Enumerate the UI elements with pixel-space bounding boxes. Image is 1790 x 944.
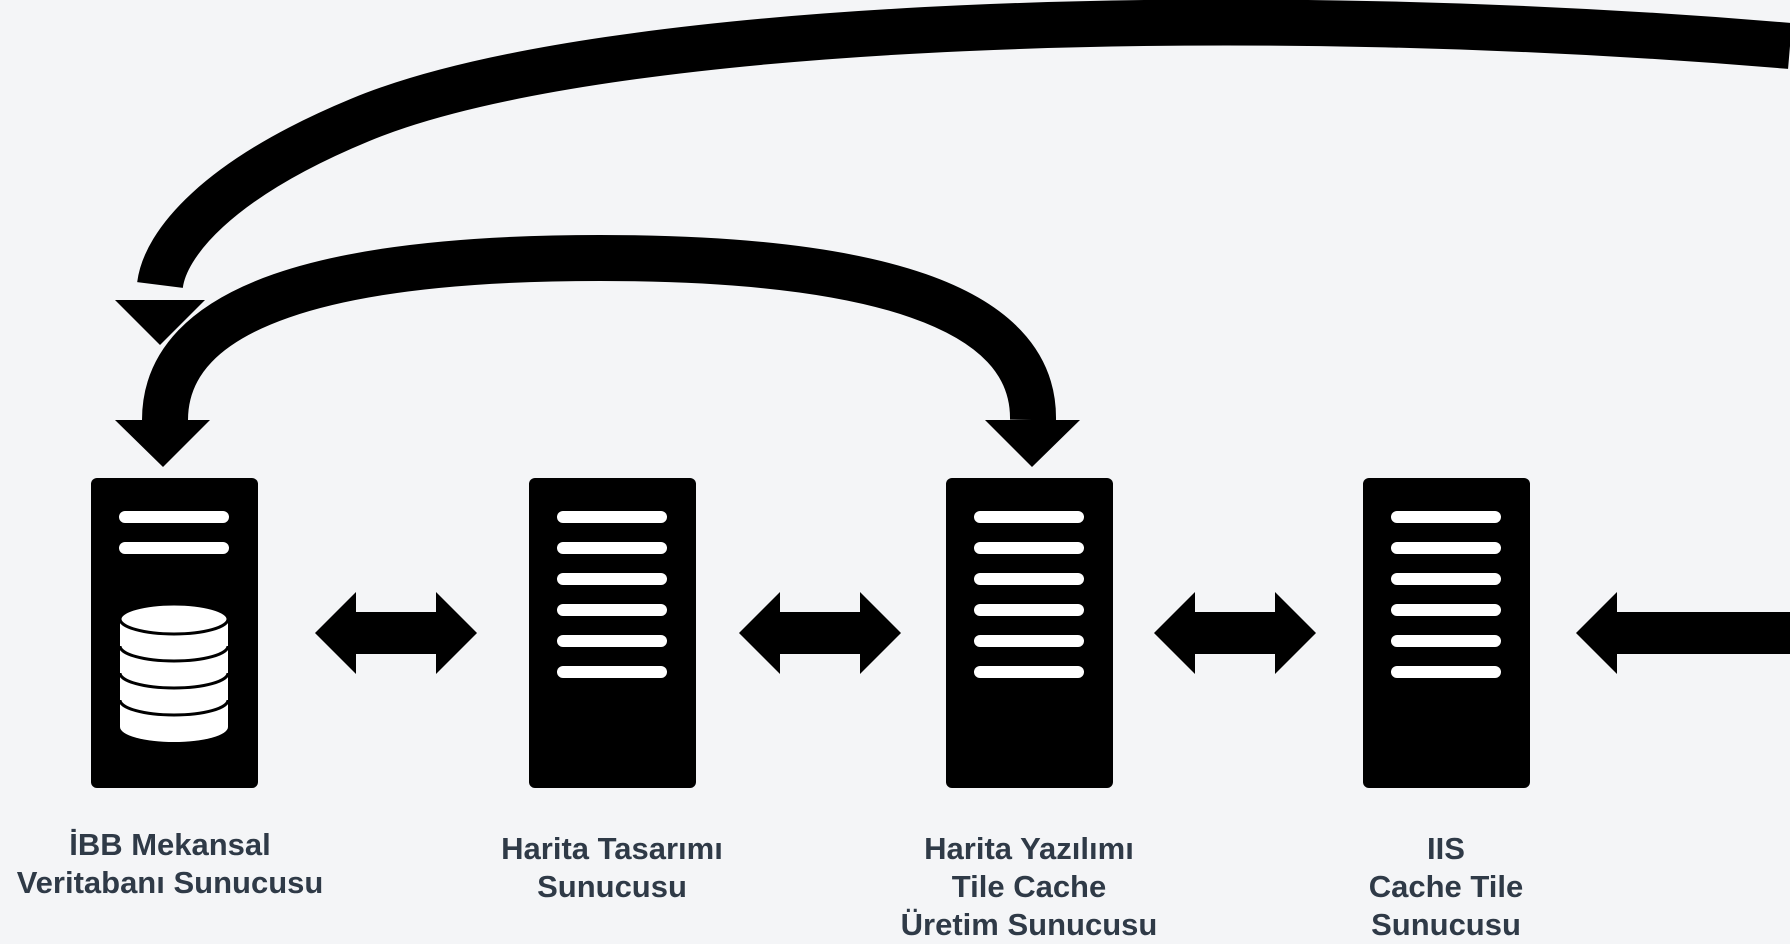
design-server-label: Harita Tasarımı Sunucusu (501, 831, 723, 904)
tilecache-server-label: Harita Yazılımı Tile Cache Üretim Sunucu… (900, 831, 1158, 942)
db-server-label: İBB Mekansal Veritabanı Sunucusu (16, 827, 324, 900)
design-server-icon (529, 478, 696, 788)
iis-server-icon (1363, 478, 1530, 788)
offscreen-to-iis-arrow (1576, 592, 1790, 674)
database-server-icon (91, 478, 258, 788)
design-tilecache-double-arrow (739, 592, 901, 674)
iis-server-label: IIS Cache Tile Sunucusu (1368, 831, 1524, 942)
tilecache-iis-double-arrow (1154, 592, 1316, 674)
offscreen-to-db-arc-arrow (115, 0, 1790, 345)
db-design-double-arrow (315, 592, 477, 674)
database-cylinder-icon (118, 602, 230, 742)
tilecache-server-icon (946, 478, 1113, 788)
tilecache-to-db-arc-arrow (115, 234, 1080, 467)
